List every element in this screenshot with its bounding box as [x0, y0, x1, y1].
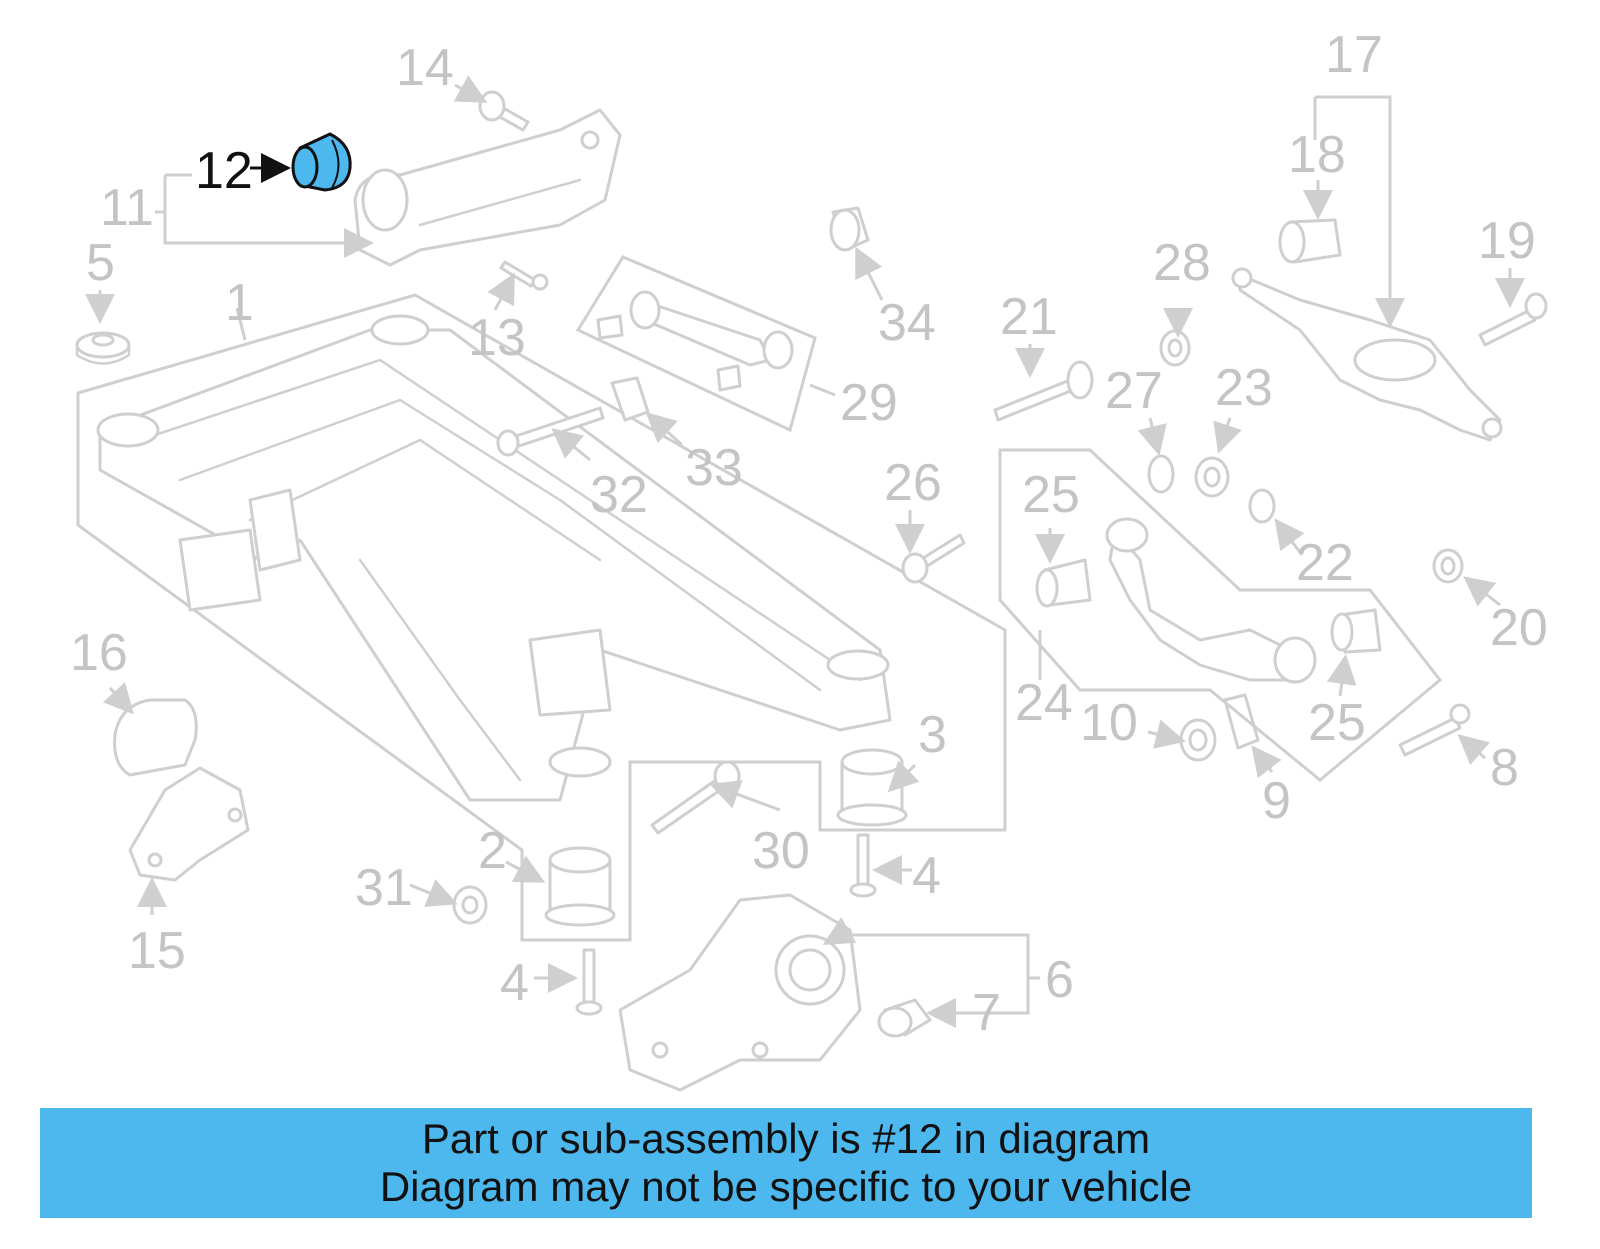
callout-7: 7	[972, 984, 1001, 1042]
bushing-part-25-left	[1035, 558, 1092, 608]
footer-line-disclaimer: Diagram may not be specific to your vehi…	[379, 1163, 1193, 1210]
callout-9: 9	[1262, 772, 1291, 830]
subframe-assembly	[76, 293, 1007, 942]
callout-25-left: 25	[1022, 466, 1080, 524]
bushing-part-18	[1278, 218, 1342, 264]
washer-part-5	[75, 331, 131, 365]
callout-21: 21	[1000, 288, 1058, 346]
callout-30: 30	[752, 822, 810, 880]
callout-25-right: 25	[1308, 694, 1366, 752]
callout-17: 17	[1325, 26, 1383, 84]
callout-22: 22	[1296, 534, 1354, 592]
callout-20: 20	[1490, 599, 1548, 657]
callout-19: 19	[1478, 212, 1536, 270]
callout-13: 13	[468, 309, 526, 367]
trailing-arm-part-11	[353, 108, 622, 267]
bolt-part-13	[499, 260, 549, 291]
bolt-part-14	[478, 90, 530, 132]
callout-28: 28	[1153, 234, 1211, 292]
bolt-part-26	[901, 533, 966, 584]
callout-3: 3	[918, 706, 947, 764]
callout-16: 16	[70, 624, 128, 682]
bushing-part-3	[836, 748, 908, 827]
callout-23: 23	[1215, 359, 1273, 417]
callout-34: 34	[878, 294, 936, 352]
callout-1: 1	[225, 274, 254, 332]
callout-12-highlighted: 12	[195, 142, 253, 200]
callout-32: 32	[590, 466, 648, 524]
cover-part-16	[113, 698, 198, 777]
callout-4-lower: 4	[500, 954, 529, 1012]
callout-11: 11	[100, 179, 154, 237]
bolt-part-21	[993, 360, 1094, 422]
bolt-part-32	[496, 406, 605, 457]
callout-18: 18	[1288, 126, 1346, 184]
bushing-part-34	[829, 206, 870, 252]
lower-arm-part-17	[1231, 267, 1503, 442]
callout-29: 29	[840, 374, 898, 432]
callout-5: 5	[86, 234, 115, 292]
callout-26: 26	[884, 454, 942, 512]
bolt-part-8	[1398, 703, 1471, 757]
callout-10: 10	[1080, 694, 1138, 752]
nut-part-23	[1194, 456, 1230, 498]
knuckle-part-6	[618, 893, 862, 1092]
nut-part-20	[1432, 548, 1464, 584]
bushing-part-25-right	[1330, 608, 1382, 654]
callout-31: 31	[355, 859, 413, 917]
bushing-part-12-highlighted	[291, 132, 352, 192]
bolt-part-4-lower	[575, 948, 603, 1016]
callout-8: 8	[1490, 739, 1519, 797]
callout-6: 6	[1045, 951, 1074, 1009]
bolt-part-30	[650, 760, 741, 835]
bracket-part-15	[128, 766, 250, 882]
callout-15: 15	[128, 922, 186, 980]
nut-part-10	[1179, 718, 1217, 762]
callout-33: 33	[685, 439, 743, 497]
plate-part-9	[1223, 693, 1260, 750]
ring-part-27	[1147, 454, 1175, 494]
bolt-part-4-upper	[849, 833, 877, 898]
callout-4-upper: 4	[912, 847, 941, 905]
bushing-part-7	[877, 998, 932, 1038]
callout-27: 27	[1105, 362, 1163, 420]
leader-lines	[85, 75, 1525, 1028]
bushing-part-2	[544, 846, 616, 927]
plate-part-33	[610, 376, 650, 422]
bolt-part-19	[1478, 292, 1548, 347]
footer-line-part-number: Part or sub-assembly is #12 in diagram	[421, 1115, 1151, 1162]
footer-banner: Part or sub-assembly is #12 in diagram D…	[40, 1108, 1532, 1218]
callout-labels: 1 2 3 4 4 5 6 7 8 9 10 11 12 13 14 15 16…	[70, 26, 1548, 1042]
washer-part-22	[1248, 488, 1276, 524]
link-assembly-part-29	[575, 255, 817, 433]
callout-14: 14	[396, 39, 454, 97]
callout-2: 2	[478, 822, 507, 880]
nut-part-31	[452, 885, 488, 925]
callout-24: 24	[1015, 674, 1073, 732]
nut-part-28	[1159, 329, 1191, 367]
